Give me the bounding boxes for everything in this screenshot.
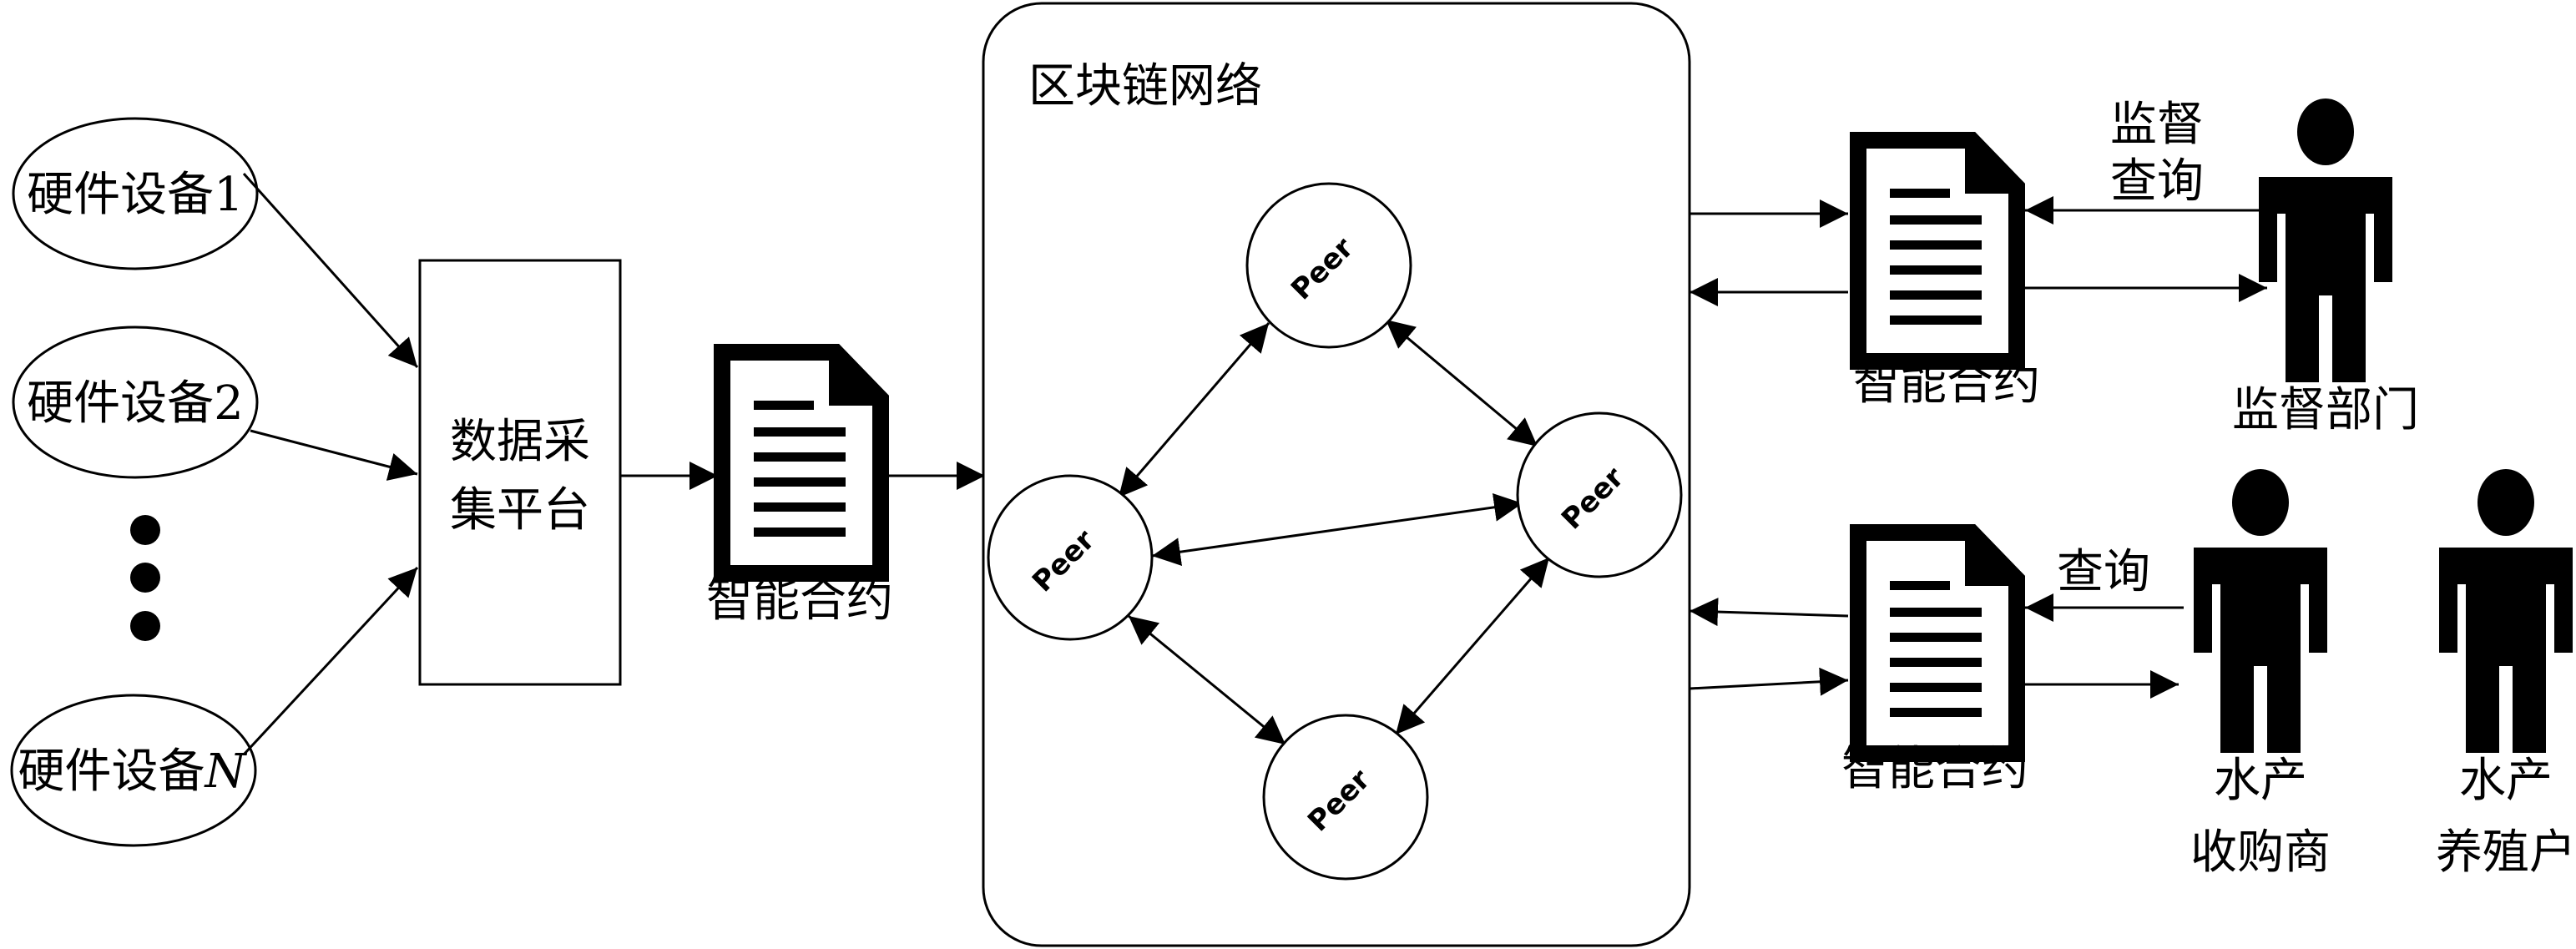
- device-to-platform-arrows: [242, 172, 985, 756]
- person-silhouette-icon: [2194, 469, 2327, 753]
- regulator-action-line1: 监督: [2110, 98, 2204, 152]
- hardware-device-n-label: 硬件设备N: [18, 745, 248, 799]
- hardware-device-1: 硬件设备1: [12, 117, 259, 270]
- person-silhouette-icon: [2439, 469, 2573, 753]
- hardware-device-1-label: 硬件设备1: [27, 168, 244, 222]
- peer-node-left: Peer: [987, 474, 1154, 641]
- farmer-label-line1: 水产: [2459, 754, 2553, 808]
- buyer-label-line2: 收购商: [2190, 825, 2331, 880]
- smart-contract-document-icon: [714, 344, 889, 582]
- person-silhouette-icon: [2259, 98, 2392, 382]
- regulator-label: 监督部门: [2232, 383, 2419, 437]
- buyer-action-label: 查询: [2057, 545, 2150, 599]
- smart-contract-document-icon: [1850, 524, 2025, 762]
- contract-flow-arrows: [1689, 196, 2267, 699]
- smart-contract-left-label: 智能合约: [706, 573, 893, 628]
- peer-node-right: Peer: [1516, 411, 1683, 578]
- platform-label-line2: 集平台: [450, 483, 590, 538]
- buyer-label-line1: 水产: [2214, 754, 2307, 808]
- blockchain-network-title: 区块链网络: [1028, 59, 1262, 114]
- smart-contract-bottom-label: 智能合约: [1841, 742, 2028, 796]
- peer-node-top: Peer: [1245, 182, 1412, 349]
- regulator-action-line2: 查询: [2110, 154, 2204, 209]
- hardware-device-2-label: 硬件设备2: [27, 376, 244, 431]
- smart-contract-top-label: 智能合约: [1853, 356, 2040, 411]
- platform-label-line1: 数据采: [450, 415, 590, 469]
- data-collection-platform: 数据采 集平台: [418, 259, 622, 686]
- farmer-label-line2: 养殖户: [2436, 825, 2576, 880]
- hardware-device-n: 硬件设备N: [10, 694, 257, 847]
- peer-connection-arrows: [1117, 318, 1551, 746]
- peer-node-bottom: Peer: [1262, 714, 1429, 881]
- smart-contract-document-icon: [1850, 132, 2025, 370]
- vertical-ellipsis-icon: [130, 515, 160, 641]
- hardware-device-2: 硬件设备2: [12, 326, 259, 479]
